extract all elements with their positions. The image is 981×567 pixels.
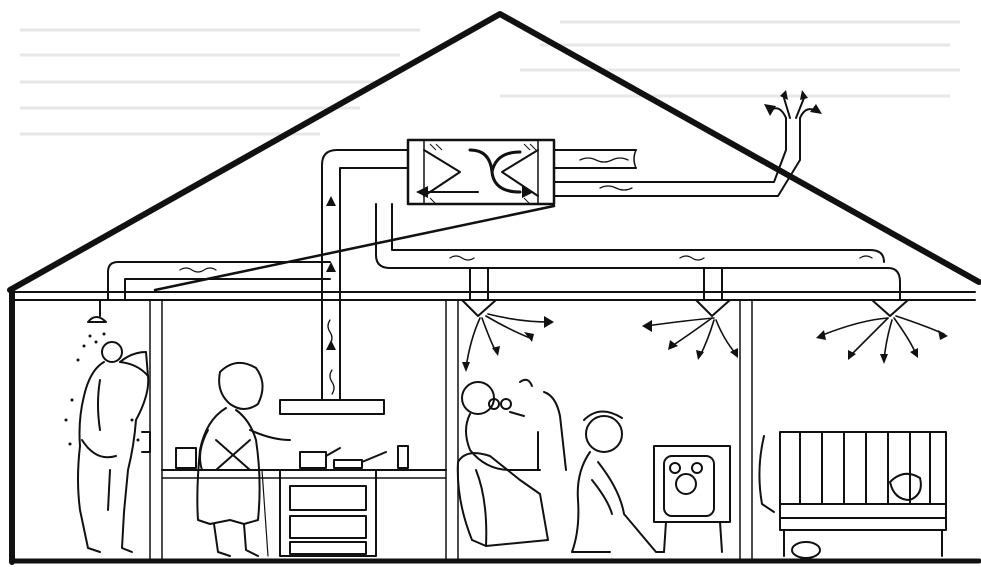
supply-air-arrows: [466, 314, 944, 368]
person-cooking: [197, 363, 290, 556]
living-room: [458, 380, 730, 552]
armchair: [458, 453, 548, 546]
ductwork: [108, 118, 908, 414]
person-showering: [78, 342, 148, 552]
hanging-cloth: [759, 436, 774, 512]
potty: [792, 542, 820, 558]
kitchen: [162, 363, 446, 556]
heat-exchanger-icon: [408, 140, 554, 204]
bedroom: [759, 432, 946, 558]
television-icon: [654, 446, 730, 552]
bathroom: [65, 300, 151, 552]
background-text: [20, 22, 960, 134]
bathroom-door-handle: [142, 432, 150, 452]
roof-outlet: [764, 90, 822, 118]
shower-icon: [65, 300, 140, 446]
kettle: [176, 448, 196, 468]
crib-icon: [780, 432, 946, 556]
stove-icon: [280, 448, 386, 556]
child-watching-tv: [572, 411, 664, 552]
man-reading: [462, 380, 566, 470]
bottle: [398, 446, 408, 468]
ceiling: [12, 292, 975, 300]
